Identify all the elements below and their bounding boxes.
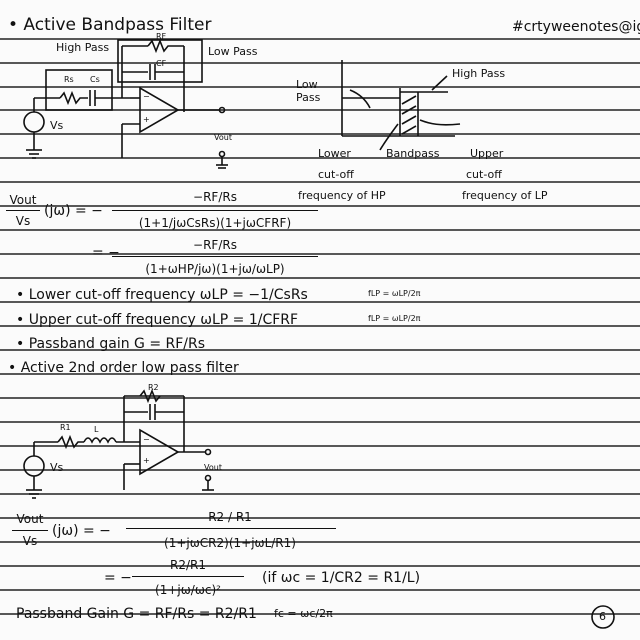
opamp1-plus: + (143, 115, 150, 124)
opamp2-plus: + (143, 456, 150, 465)
upper-cutoff-freq: fLP = ωLP/2π (368, 314, 421, 323)
eq2-den1: (1+jωCR2)(1+jωL/R1) (164, 536, 296, 550)
bode-freq-lp-label: frequency of LP (462, 189, 548, 202)
eq2-jw: (jω) = − (52, 523, 111, 539)
vout-label-1: Vout (214, 133, 232, 142)
bode-lower-label: Lower (318, 147, 351, 160)
eq1-lhs-bar (6, 210, 40, 212)
vs-label-1: Vs (50, 119, 64, 132)
passband-gain-line: • Passband gain G = RF/Rs (16, 336, 206, 352)
l-label: L (94, 425, 99, 434)
bode-freq-hp-label: frequency of HP (298, 189, 386, 202)
r2-label: R2 (148, 383, 159, 392)
opamp1-minus: − (143, 92, 150, 101)
eq2-bar2 (132, 576, 244, 578)
bode-low-pass-label: Low Pass (296, 78, 321, 105)
rs-label: Rs (64, 75, 74, 84)
eq1-lhs-num: Vout (9, 193, 37, 207)
eq1-bar2 (112, 256, 318, 258)
bode-high-pass-label: High Pass (452, 67, 506, 80)
high-pass-label: High Pass (56, 41, 110, 54)
eq2-num1: R2 / R1 (208, 510, 252, 524)
eq2-num2: R2/R1 (170, 558, 206, 572)
eq2-lhs-num: Vout (16, 512, 44, 526)
eq2-lhs-den: Vs (22, 534, 38, 548)
eq1-bar1 (112, 210, 318, 212)
eq2-lhs-bar (12, 530, 48, 532)
upper-cutoff-line: • Upper cut-off frequency ωLP = 1/CFRF (16, 312, 299, 328)
lower-cutoff-line: • Lower cut-off frequency ωLP = −1/CsRs (16, 287, 308, 303)
cs-label: Cs (90, 75, 100, 84)
eq2-eq: = − (104, 570, 132, 586)
eq2-condition: (if ωc = 1/CR2 = R1/L) (262, 570, 421, 586)
author-tag: #crtyweenotes@ig (512, 19, 640, 35)
cf-label: CF (156, 59, 167, 68)
rf-label: RF (156, 32, 167, 41)
eq1-den2: (1+ωHP/jω)(1+jω/ωLP) (145, 262, 285, 276)
opamp2-minus: − (143, 435, 150, 444)
bode-upper-label: Upper (470, 147, 504, 160)
eq2-bar1 (126, 528, 336, 530)
passband-gain-summary: Passband Gain G = RF/Rs = R2/R1 (16, 606, 257, 622)
cutoff-frequency-summary: fc = ωc/2π (274, 607, 333, 620)
eq2-den2: (1+jω/ωc)² (155, 583, 221, 597)
low-pass-label: Low Pass (208, 45, 258, 58)
eq1-num1: −RF/Rs (193, 190, 237, 204)
section-title-lowpass: • Active 2nd order low pass filter (8, 360, 239, 376)
bode-cutoff-label-1: cut-off (318, 168, 354, 181)
bode-cutoff-label-2: cut-off (466, 168, 502, 181)
eq1-den1: (1+1/jωCsRs)(1+jωCFRF) (138, 216, 292, 230)
bode-bandpass-label: Bandpass (386, 147, 440, 160)
page-number: 6 (599, 610, 606, 623)
eq1-jw: (jω) = − (44, 203, 103, 219)
eq1-lhs-den: Vs (15, 214, 31, 228)
r1-label: R1 (60, 423, 71, 432)
eq1-num2: −RF/Rs (193, 238, 237, 252)
lower-cutoff-freq: fLP = ωLP/2π (368, 289, 421, 298)
section-title-bandpass: • Active Bandpass Filter (8, 15, 212, 35)
vout-label-2: Vout (204, 463, 222, 472)
vs-label-2: Vs (50, 461, 64, 474)
